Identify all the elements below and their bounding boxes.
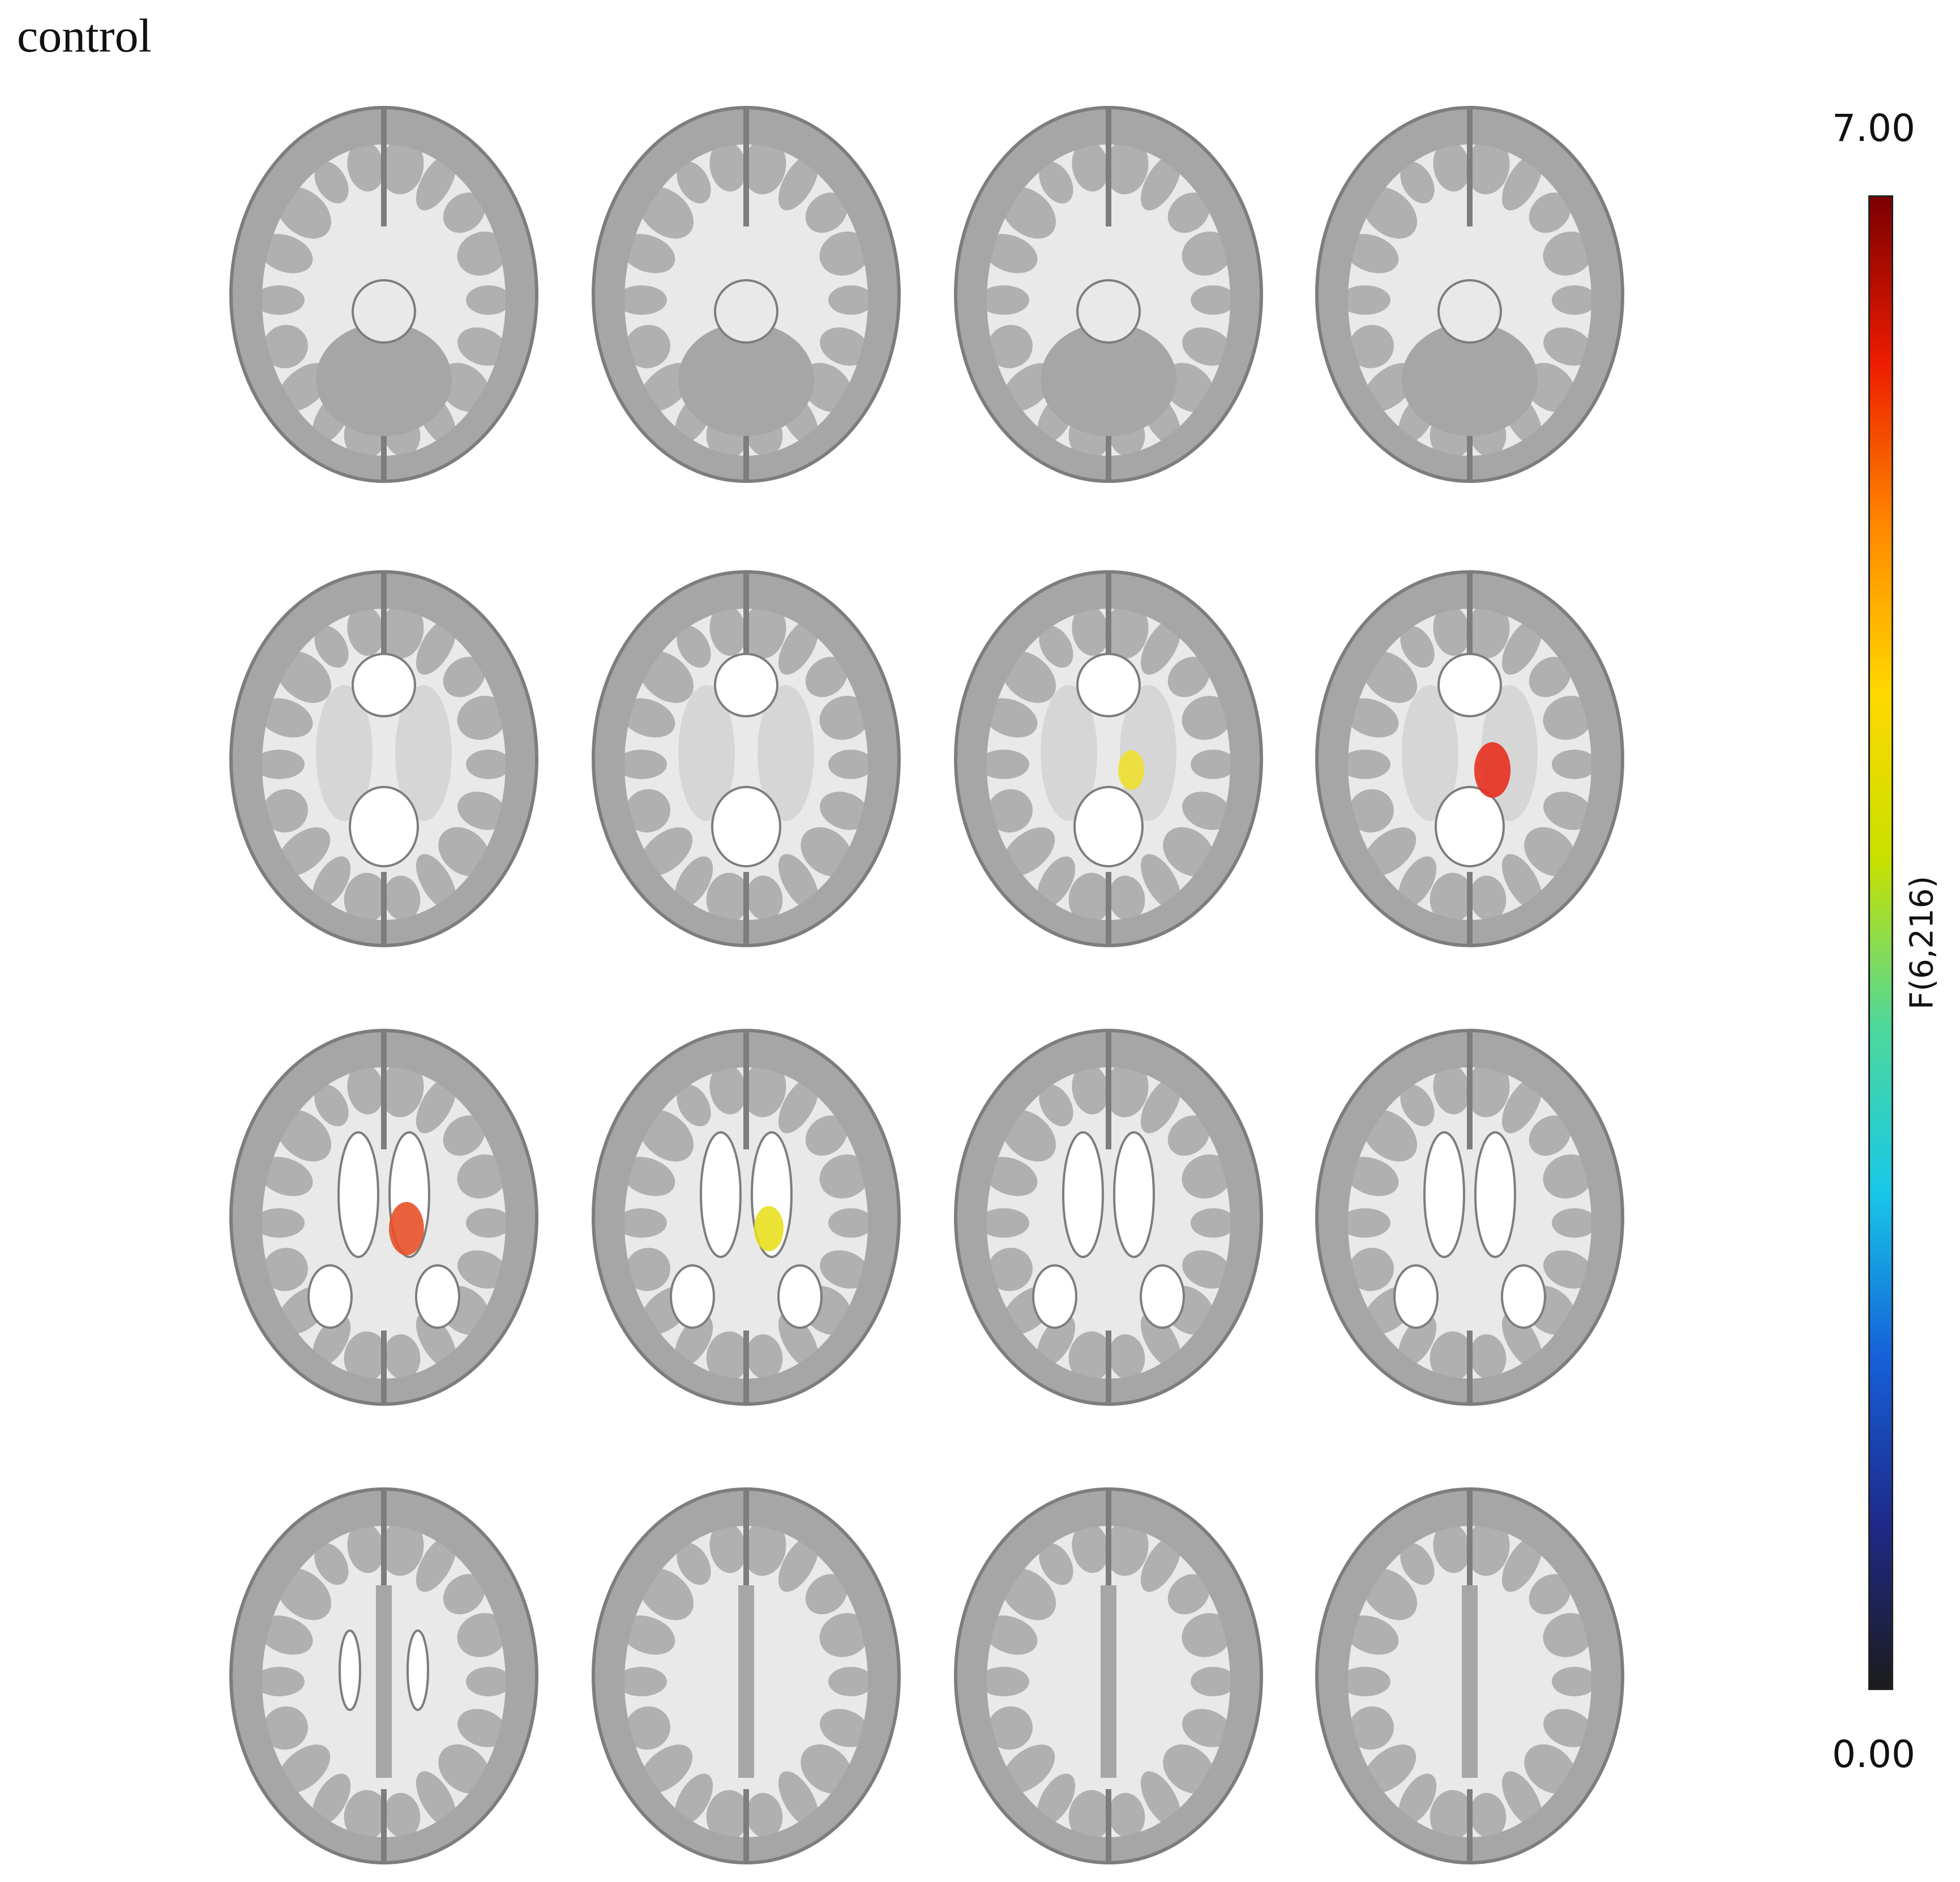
brain-slice	[592, 106, 901, 483]
brain-slice	[592, 1029, 901, 1406]
colorbar-axis-label: F(6,216)	[1903, 875, 1941, 1010]
brain-slice	[954, 1029, 1263, 1406]
brain-slice	[229, 106, 538, 483]
colorbar-max-label: 7.00	[1832, 106, 1915, 150]
brain-slice	[1315, 106, 1624, 483]
colorbar-min-label: 0.00	[1832, 1733, 1915, 1776]
brain-slice	[954, 570, 1263, 947]
brain-slice	[954, 1487, 1263, 1864]
figure-title: control	[17, 10, 152, 62]
brain-slice	[592, 1487, 901, 1864]
brain-slice	[954, 106, 1263, 483]
brain-slice	[229, 1029, 538, 1406]
brain-slice	[229, 570, 538, 947]
brain-slice	[1315, 570, 1624, 947]
brain-slice	[229, 1487, 538, 1864]
brain-slice	[1315, 1029, 1624, 1406]
activation-cluster	[1118, 750, 1144, 790]
activation-cluster	[754, 1206, 784, 1251]
activation-cluster	[389, 1201, 424, 1256]
activation-cluster	[1474, 742, 1511, 798]
brain-slice	[1315, 1487, 1624, 1864]
brain-slice	[592, 570, 901, 947]
colorbar-gradient	[1868, 195, 1893, 1690]
